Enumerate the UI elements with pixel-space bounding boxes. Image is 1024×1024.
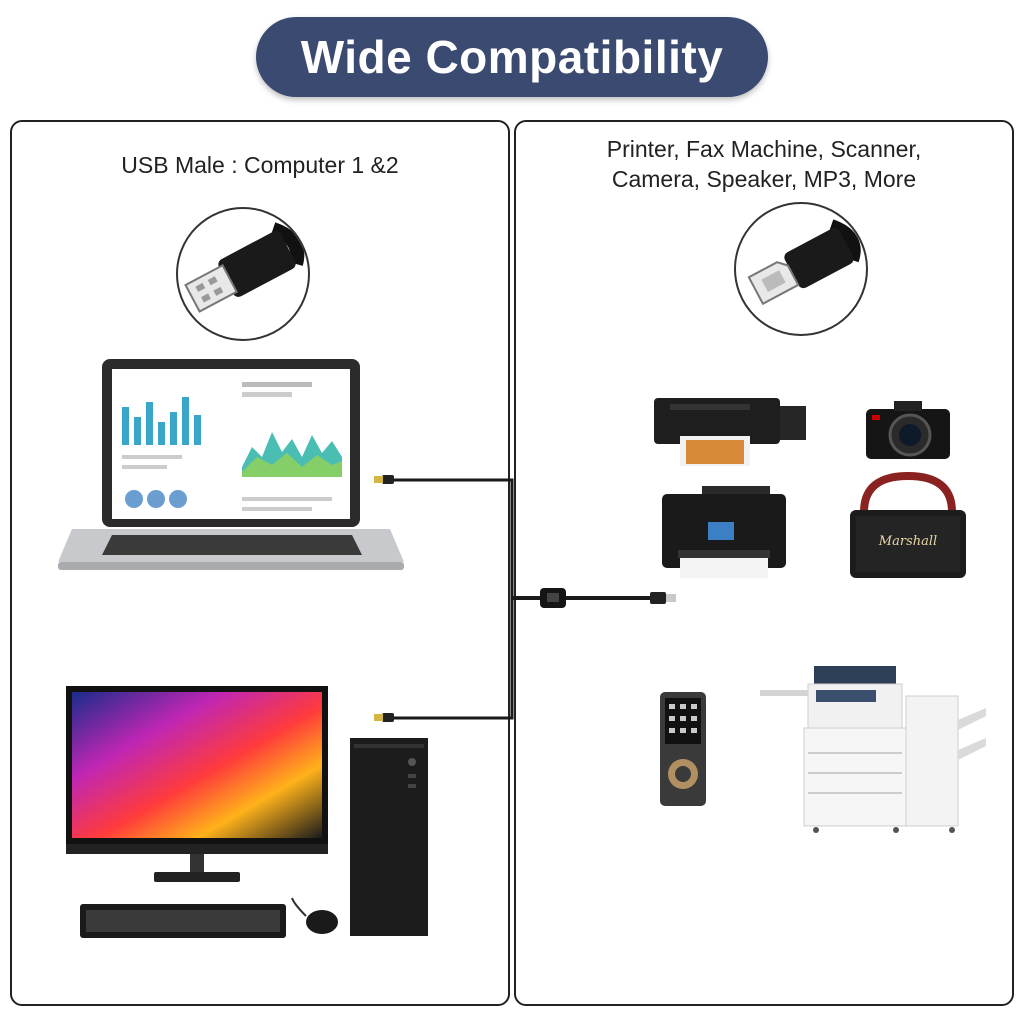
peripheral-panel-label: Printer, Fax Machine, Scanner, Camera, S…: [516, 134, 1012, 194]
laptop-icon: [52, 357, 412, 582]
peripheral-label-line2: Camera, Speaker, MP3, More: [611, 166, 917, 192]
peripheral-panel: Printer, Fax Machine, Scanner, Camera, S…: [514, 120, 1014, 1006]
inkjet-printer-icon: [660, 484, 790, 582]
usb-b-connector-icon: [734, 202, 868, 336]
mp3-player-icon: [658, 690, 708, 808]
computer-panel: USB Male : Computer 1 &2: [10, 120, 510, 1006]
speaker-icon: Marshall: [846, 472, 970, 582]
speaker-brand-label: Marshall: [878, 534, 938, 549]
copier-icon: [756, 660, 992, 835]
desktop-computer-icon: [62, 682, 442, 947]
computer-panel-label: USB Male : Computer 1 &2: [121, 152, 399, 178]
peripheral-label-line1: Printer, Fax Machine, Scanner,: [606, 136, 922, 162]
title-banner: Wide Compatibility: [256, 17, 768, 97]
usb-a-connector-icon: [176, 207, 310, 341]
page-title: Wide Compatibility: [300, 31, 724, 83]
photo-printer-icon: [650, 392, 810, 472]
camera-icon: [864, 397, 954, 462]
